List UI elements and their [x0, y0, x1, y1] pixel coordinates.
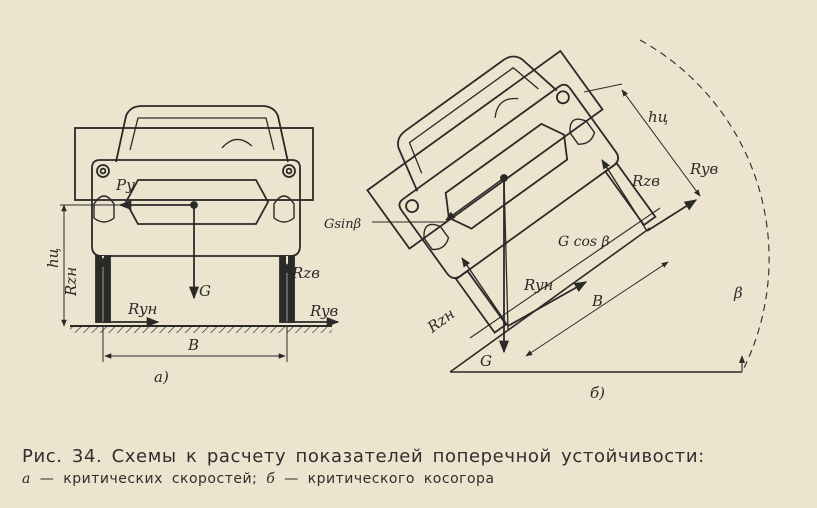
label-b-ryv: Ryв	[689, 160, 719, 178]
label-b-g: G	[480, 352, 492, 370]
figure-caption: Рис. 34. Схемы к расчету показателей поп…	[22, 446, 802, 487]
label-a-ryv: Ryв	[309, 302, 339, 320]
caption-legend: а — критических скоростей; б — критическ…	[22, 471, 802, 487]
caption-title: Рис. 34. Схемы к расчету показателей поп…	[22, 446, 705, 467]
label-a-b: B	[187, 336, 199, 354]
label-a-py: Py	[115, 176, 135, 194]
label-b-rzv: Rzв	[631, 172, 660, 190]
label-a-g: G	[199, 282, 211, 300]
caption-text-b: — критического косогора	[275, 471, 495, 487]
label-b-gsin: Gsinβ	[324, 217, 361, 232]
figure-diagrams: Py hц Rzн Rzв Ryн Ryв G B а)	[44, 39, 770, 402]
diagram-a-labels: Py hц Rzн Rzв Ryн Ryв G B а)	[44, 176, 339, 386]
label-b-gcos: G cos β	[558, 234, 610, 250]
label-a-hc: hц	[44, 248, 62, 268]
label-a-ryn: Ryн	[127, 300, 157, 318]
label-b-rzn: Rzн	[423, 305, 458, 337]
caption-marker-a: а	[22, 471, 31, 487]
label-a-rzn: Rzн	[62, 267, 80, 297]
caption-marker-b: б	[266, 471, 276, 487]
sublabel-a: а)	[154, 368, 169, 386]
diagram-a	[60, 105, 340, 362]
label-a-rzv: Rzв	[291, 264, 320, 282]
label-b-beta: β	[733, 284, 743, 302]
label-b-hc: hц	[648, 108, 668, 126]
caption-text-a: — критических скоростей;	[30, 471, 267, 487]
diagram-b	[366, 39, 770, 373]
diagram-b-labels: hц Ryв Rzв Gsinβ G cos β Ryн B Rzн G β б…	[324, 108, 743, 402]
label-b-b: B	[591, 292, 603, 310]
sublabel-b: б)	[590, 384, 605, 402]
label-b-ryn: Ryн	[523, 276, 553, 294]
